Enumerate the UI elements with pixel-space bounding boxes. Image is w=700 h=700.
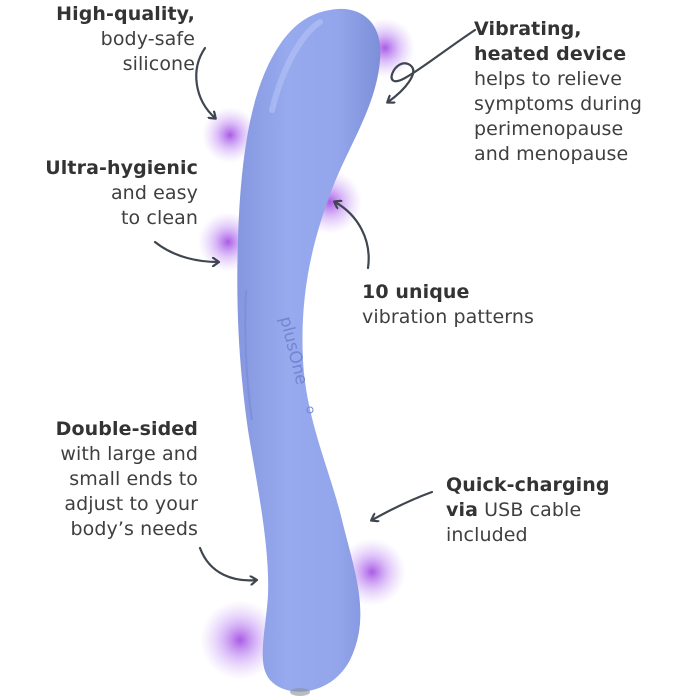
callout-vibrating-title: Vibrating, (474, 18, 582, 40)
callout-patterns-title: 10 unique (362, 281, 470, 303)
callout-charging-via: via USB cable (446, 498, 686, 523)
callout-hygienic-line: and easy (110, 182, 198, 204)
callout-double-sided-line: body’s needs (70, 518, 198, 540)
callout-material-line: body-safe (100, 28, 195, 50)
callout-charging-title: Quick-charging (446, 474, 610, 496)
glow-spot (200, 600, 280, 680)
callout-double-sided-line: small ends to (69, 468, 198, 490)
callout-material: High-quality, body-safe silicone (20, 2, 195, 77)
callout-charging: Quick-charging via USB cable included (446, 473, 686, 548)
glow-spot (202, 107, 258, 163)
callout-vibrating-line: and menopause (474, 143, 629, 165)
callout-vibrating: Vibrating, heated device helps to reliev… (474, 17, 694, 167)
callout-patterns: 10 unique vibration patterns (362, 280, 582, 330)
arrow-vibrating (388, 28, 477, 102)
callout-vibrating-title: heated device (474, 43, 627, 65)
callout-hygienic: Ultra-hygienic and easy to clean (10, 156, 198, 231)
arrow-hygienic (153, 240, 218, 262)
arrow-patterns (335, 202, 370, 270)
callout-vibrating-line: perimenopause (474, 118, 624, 140)
callout-hygienic-title: Ultra-hygienic (45, 157, 198, 179)
callout-vibrating-line: helps to relieve (474, 68, 622, 90)
callout-double-sided: Double-sided with large and small ends t… (20, 417, 198, 542)
callout-patterns-line: vibration patterns (362, 306, 534, 328)
callout-vibrating-line: symptoms during (474, 93, 643, 115)
callout-charging-rest: USB cable (478, 499, 582, 521)
callout-charging-line: included (446, 524, 528, 546)
callout-arrows (153, 28, 477, 580)
arrow-material (195, 46, 215, 118)
arrow-charging (372, 490, 434, 520)
device-body (237, 8, 381, 692)
callout-double-sided-line: adjust to your (64, 493, 198, 515)
callout-charging-prefix: via (446, 499, 479, 521)
callout-material-title: High-quality, (56, 3, 195, 25)
arrow-double-sided (198, 546, 256, 580)
callout-material-line: silicone (122, 53, 195, 75)
callout-double-sided-line: with large and (60, 443, 198, 465)
callout-hygienic-line: to clean (120, 207, 198, 229)
callout-double-sided-title: Double-sided (55, 418, 198, 440)
